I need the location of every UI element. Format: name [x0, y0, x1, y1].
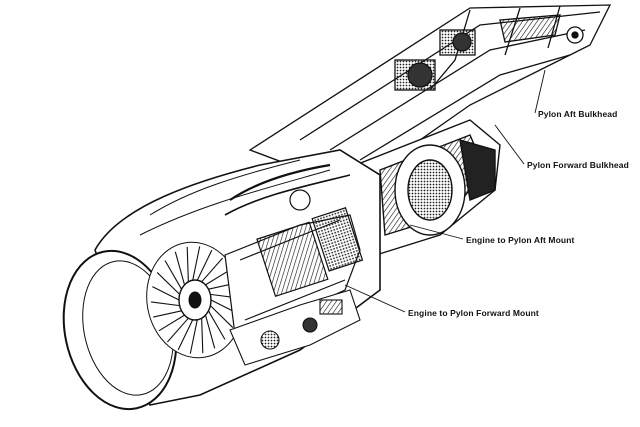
fan-blade	[196, 249, 213, 281]
fan-blade	[152, 286, 180, 301]
leader-pylon-forward-bulkhead	[494, 124, 525, 165]
fan-blade	[150, 301, 180, 307]
leader-forward-mount	[344, 284, 406, 313]
leader-aft-mount	[409, 224, 464, 240]
fan-blade	[156, 272, 181, 295]
accessory-gearbox	[229, 289, 361, 366]
label-engine-to-pylon-aft-mount: Engine to Pylon Aft Mount	[466, 235, 575, 245]
engine-core	[224, 163, 364, 336]
fan-blade	[189, 319, 198, 354]
label-pylon-forward-bulkhead: Pylon Forward Bulkhead	[527, 160, 629, 170]
fan-blade	[201, 318, 204, 354]
fan-blade	[177, 319, 194, 351]
leader-pylon-aft-bulkhead	[534, 69, 546, 114]
fan-blade	[153, 310, 182, 318]
fan-blade	[174, 251, 186, 286]
fan-blade	[186, 246, 189, 282]
fan-blade	[207, 310, 226, 340]
pylon-structure	[248, 4, 612, 181]
fan-blade	[209, 305, 234, 328]
fan-blade	[158, 314, 185, 332]
fan-blade	[201, 257, 224, 283]
label-engine-to-pylon-forward-mount: Engine to Pylon Forward Mount	[408, 308, 539, 318]
leader-lines	[344, 69, 546, 313]
fan-blade	[164, 260, 183, 290]
label-pylon-aft-bulkhead: Pylon Aft Bulkhead	[538, 109, 618, 119]
fan-rotor	[146, 241, 244, 359]
fan-blade	[192, 246, 201, 281]
fan-blade	[166, 317, 189, 343]
fan-blade	[204, 314, 216, 349]
